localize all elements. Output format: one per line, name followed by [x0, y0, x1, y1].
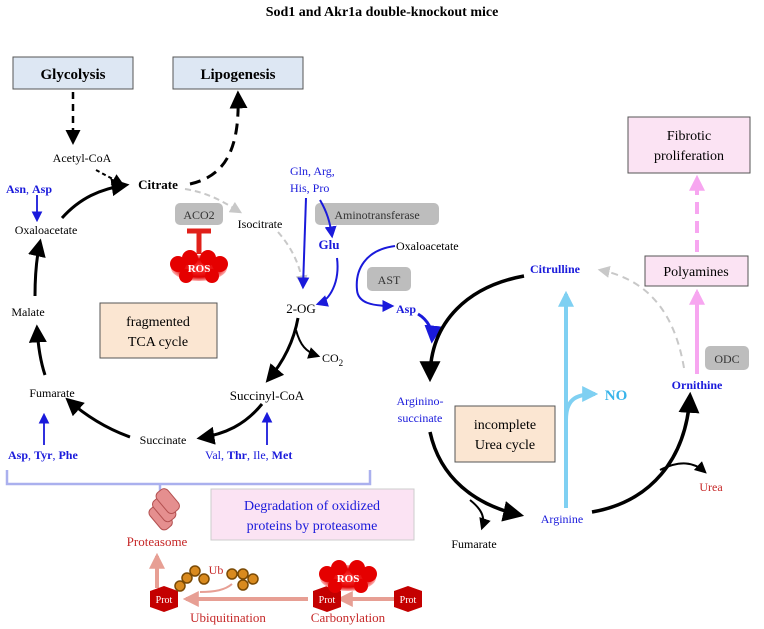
fumarate-release [469, 499, 491, 531]
succinylcoa-to-succinate [196, 403, 264, 445]
oxaloacetate-right-label: Oxaloacetate [396, 239, 459, 253]
degradation-box [210, 488, 415, 541]
isocitrate-to-2og [277, 231, 308, 288]
gln-arg-label-line1: Gln, Arg, [290, 164, 335, 178]
fibrotic-proliferation-box [627, 116, 751, 174]
proteasome-icon [148, 488, 180, 531]
no-label: NO [605, 388, 628, 404]
diagram-title: Sod1 and Akr1a double-knockout mice [266, 5, 499, 20]
oxaloacetate-to-asp-swap [355, 245, 396, 312]
ub-label: Ub [209, 563, 224, 577]
citrate-label: Citrate [138, 177, 178, 192]
succinate-to-fumarate [65, 397, 131, 439]
lipogenesis-label: Lipogenesis [200, 67, 275, 83]
fumarate-urea-label: Fumarate [451, 537, 496, 551]
2og-label: 2-OG [286, 301, 316, 316]
asp-to-argininosuccinate [417, 312, 443, 344]
degradation-line2: proteins by proteasome [247, 519, 378, 534]
prot-label-left: Prot [156, 595, 173, 606]
polyamines-box [644, 255, 749, 287]
ubiquitination-label: Ubiquitination [190, 610, 266, 625]
acetyl-coa-label: Acetyl-CoA [53, 151, 112, 165]
argininosuccinate-label-line1: Arginino- [396, 394, 443, 408]
urea-label: Urea [699, 480, 723, 494]
isocitrate-label: Isocitrate [238, 217, 283, 231]
aco2-tag [175, 203, 223, 225]
fibrotic-label-line1: Fibrotic [667, 129, 711, 144]
acetylcoa-to-citrate [95, 169, 125, 186]
succinyl-coa-label: Succinyl-CoA [230, 388, 305, 403]
malate-label: Malate [11, 305, 44, 319]
ros-cloud-top [170, 250, 228, 283]
gln-to-2og [297, 197, 310, 290]
succinate-label: Succinate [140, 433, 187, 447]
prot-label-right: Prot [400, 595, 417, 606]
aco2-label: ACO2 [183, 208, 214, 222]
fibrotic-label-line2: proliferation [654, 149, 724, 164]
fumarate-to-malate [28, 324, 47, 376]
ros-label-bottom: ROS [337, 573, 360, 585]
tca-box-line2: TCA cycle [128, 335, 188, 350]
lipogenesis-box [172, 56, 304, 90]
tca-box-line1: fragmented [126, 315, 190, 330]
urea-box-line1: incomplete [474, 418, 536, 433]
citrate-to-isocitrate [184, 188, 243, 214]
no-branch [564, 386, 599, 421]
glycolysis-box [12, 56, 134, 90]
oxaloacetate-to-citrate [60, 178, 130, 220]
aminotransferase-label: Aminotransferase [334, 208, 419, 222]
glycolysis-label: Glycolysis [40, 67, 105, 83]
aminotransferase-tag [315, 203, 439, 225]
gln-to-glu [319, 199, 337, 239]
urea-release [659, 461, 707, 474]
incomplete-urea-box [454, 405, 556, 463]
odc-label: ODC [714, 352, 739, 366]
ornithine-label: Ornithine [672, 378, 723, 392]
arginine-label: Arginine [541, 512, 583, 526]
citrulline-label: Citrulline [530, 262, 581, 276]
ast-label: AST [378, 273, 401, 287]
asp-right-label: Asp [396, 302, 416, 316]
proteasome-label: Proteasome [127, 534, 188, 549]
amino-acid-bracket [5, 470, 372, 486]
co2-label: CO2 [322, 351, 343, 368]
ros-cloud-bottom [319, 560, 377, 593]
ub-attach-arrow [199, 583, 233, 593]
citrate-to-lipogenesis [189, 90, 248, 186]
odc-tag [705, 346, 749, 370]
asn-asp-label: Asn, Asp [6, 182, 52, 196]
glu-to-2og [315, 257, 339, 307]
co2-release [295, 329, 321, 359]
polyamines-label: Polyamines [663, 265, 728, 280]
asp-tyr-phe-label: Asp, Tyr, Phe [8, 448, 78, 462]
ast-tag [367, 267, 411, 291]
arginine-to-ornithine [591, 391, 700, 514]
argininosuccinate-label-line2: succinate [398, 411, 443, 425]
degradation-line1: Degradation of oxidized [244, 499, 380, 514]
prot-hexagon-right [394, 586, 422, 612]
malate-to-oxaloacetate [28, 238, 46, 297]
fumarate-label: Fumarate [29, 386, 74, 400]
ubiquitin-chain-icon [174, 565, 259, 592]
glu-label: Glu [319, 237, 340, 252]
ornithine-to-citrulline [597, 266, 685, 369]
fragmented-tca-box [99, 302, 218, 359]
gln-arg-label-line2: His, Pro [290, 181, 329, 195]
prot-label-middle: Prot [319, 595, 336, 606]
citrulline-to-argininosuccinate [419, 274, 525, 383]
val-thr-ile-met-label: Val, Thr, Ile, Met [205, 448, 292, 462]
urea-box-line2: Urea cycle [475, 438, 535, 453]
ros-label-top: ROS [188, 263, 211, 275]
2og-to-succinylcoa [265, 317, 300, 383]
oxaloacetate-label: Oxaloacetate [15, 223, 78, 237]
prot-hexagon-left [150, 586, 178, 612]
argininosuccinate-to-arginine [428, 431, 525, 522]
carbonylation-label: Carbonylation [311, 610, 386, 625]
